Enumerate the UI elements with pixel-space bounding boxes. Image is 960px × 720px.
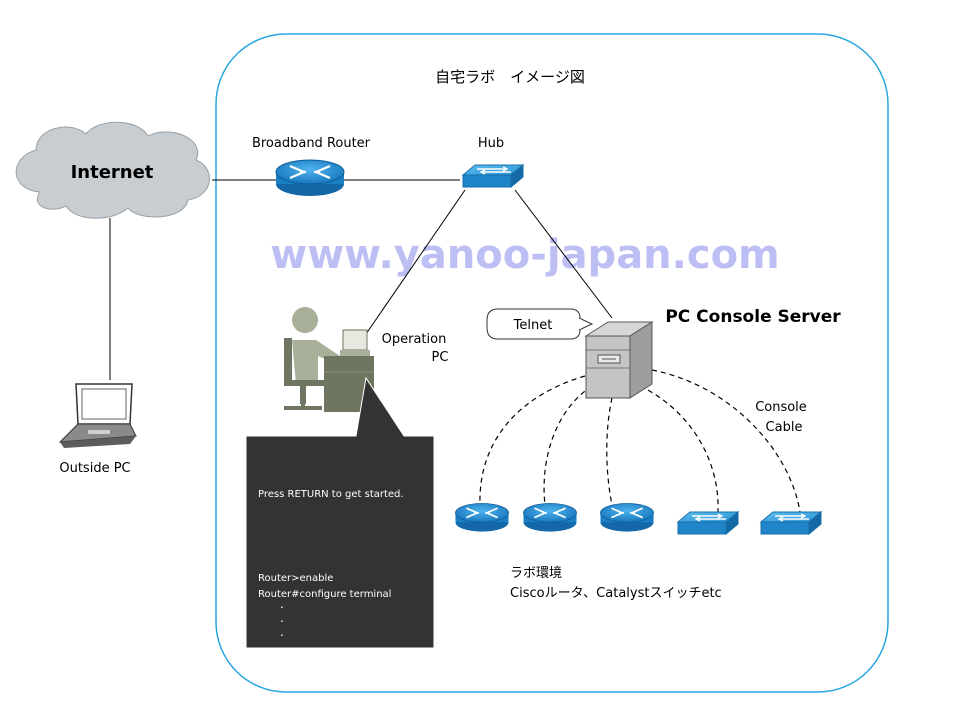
console-dot-3: . (280, 625, 284, 639)
server-tower-icon (584, 321, 654, 399)
terminal-callout (245, 376, 435, 649)
operation-pc-label-line2: PC (432, 350, 449, 365)
operation-pc-label-line1: Operation (382, 332, 447, 347)
telnet-label: Telnet (513, 318, 553, 333)
lab-router-1-icon (454, 502, 510, 533)
link-hub-console-server (514, 189, 613, 319)
lab-caption-line1: ラボ環境 (510, 566, 562, 581)
console-server-label: PC Console Server (665, 307, 841, 327)
console-line-press-return: Press RETURN to get started. (258, 489, 404, 500)
link-hub-operation-pc (365, 189, 466, 335)
console-cables (479, 369, 801, 513)
console-line-configure: Router#configure terminal (258, 589, 391, 600)
console-cable-label-line1: Console (755, 400, 807, 415)
network-links (109, 179, 613, 380)
console-line-enable: Router>enable (258, 573, 333, 584)
lab-router-2-icon (522, 502, 578, 533)
switch-icon (462, 164, 524, 188)
console-cable-1 (479, 375, 586, 506)
console-cable-3 (606, 397, 613, 506)
diagram-title: 自宅ラボ イメージ図 (435, 68, 585, 86)
console-dot-1: . (280, 597, 284, 611)
router-icon (274, 158, 346, 198)
lab-switch-1-icon (677, 511, 739, 535)
lab-boundary-frame (215, 33, 889, 693)
broadband-router-label: Broadband Router (252, 136, 371, 151)
laptop-icon (58, 383, 137, 448)
console-cable-2 (543, 385, 593, 506)
console-dot-2: . (280, 611, 284, 625)
lab-switch-2-icon (760, 511, 822, 535)
lab-caption-line2: Ciscoルータ、Catalystスイッチetc (510, 586, 722, 601)
person-at-desk-icon (284, 307, 374, 412)
watermark-text: www.yanoo-japan.com (270, 232, 779, 278)
internet-label: Internet (71, 162, 154, 183)
console-cable-5 (651, 369, 801, 513)
outside-pc-label: Outside PC (59, 461, 130, 476)
console-cable-4 (639, 385, 719, 513)
hub-label: Hub (478, 136, 504, 151)
cloud-icon (15, 121, 210, 219)
telnet-callout (486, 308, 594, 340)
lab-router-3-icon (599, 502, 655, 533)
console-cable-label-line2: Cable (766, 420, 803, 435)
